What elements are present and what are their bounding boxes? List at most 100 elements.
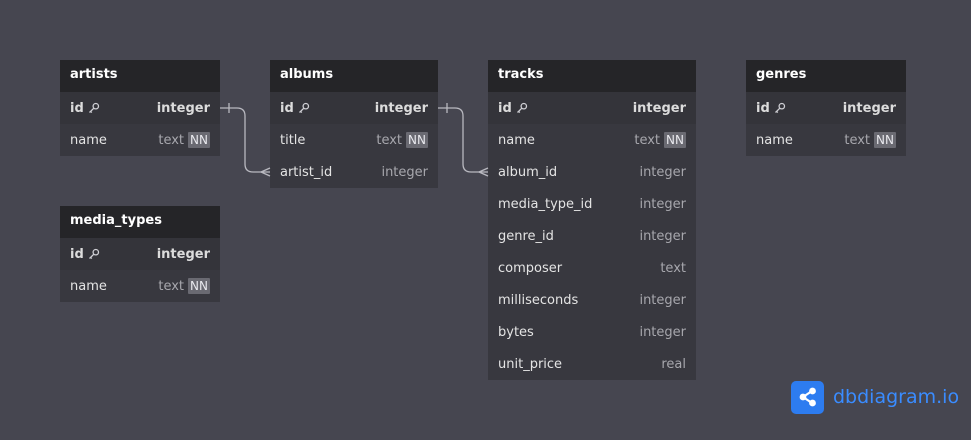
field-name: id [280, 100, 294, 116]
field-name: milliseconds [498, 292, 579, 308]
key-icon [298, 102, 310, 114]
field-row-id[interactable]: id integer [60, 238, 220, 270]
field-type-wrap: integer [157, 247, 210, 262]
field-name: id [498, 100, 512, 116]
field-row-artist_id[interactable]: artist_id integer [270, 156, 438, 188]
field-name-wrap: name [756, 133, 793, 148]
field-name-wrap: id [498, 101, 528, 116]
not-null-badge: NN [188, 132, 210, 148]
field-type: integer [156, 246, 210, 262]
field-row-id[interactable]: id integer [488, 92, 696, 124]
field-name-wrap: composer [498, 261, 562, 276]
key-icon [88, 102, 100, 114]
table-header[interactable]: genres [746, 60, 906, 92]
field-name-wrap: id [280, 101, 310, 116]
key-icon [88, 248, 100, 260]
field-name: media_type_id [498, 196, 593, 212]
table-header[interactable]: artists [60, 60, 220, 92]
brand-name: dbdiagram.io [833, 386, 960, 408]
field-type: integer [156, 100, 210, 116]
field-name-wrap: media_type_id [498, 197, 592, 212]
table-header[interactable]: tracks [488, 60, 696, 92]
field-name-wrap: id [70, 247, 100, 262]
field-type: integer [381, 164, 428, 180]
not-null-badge: NN [406, 132, 428, 148]
field-type-wrap: integer [639, 197, 686, 212]
field-type-wrap: integer [843, 101, 896, 116]
field-type: integer [639, 292, 686, 308]
field-type: integer [639, 164, 686, 180]
field-type-wrap: integer [639, 229, 686, 244]
field-name-wrap: milliseconds [498, 293, 578, 308]
field-type-wrap: integer [639, 293, 686, 308]
field-name-wrap: id [756, 101, 786, 116]
field-type: text [634, 132, 661, 148]
field-name-wrap: artist_id [280, 165, 332, 180]
field-row-bytes[interactable]: bytes integer [488, 316, 696, 348]
field-type-wrap: integer [157, 101, 210, 116]
field-name: genre_id [498, 228, 554, 244]
field-row-composer[interactable]: composer text [488, 252, 696, 284]
field-name-wrap: title [280, 133, 305, 148]
field-row-id[interactable]: id integer [746, 92, 906, 124]
field-type: integer [639, 196, 686, 212]
field-name: unit_price [498, 356, 563, 372]
field-name-wrap: id [70, 101, 100, 116]
table-header[interactable]: albums [270, 60, 438, 92]
field-name: bytes [498, 324, 534, 340]
field-name: title [280, 132, 306, 148]
field-name-wrap: name [70, 279, 107, 294]
field-type-wrap: integer [375, 101, 428, 116]
field-type-wrap: integer [639, 325, 686, 340]
share-icon [791, 380, 824, 414]
field-name-wrap: album_id [498, 165, 557, 180]
field-name: name [70, 132, 107, 148]
field-row-album_id[interactable]: album_id integer [488, 156, 696, 188]
field-type-wrap: integer [639, 165, 686, 180]
field-row-genre_id[interactable]: genre_id integer [488, 220, 696, 252]
key-icon [516, 102, 528, 114]
field-type: text [376, 132, 403, 148]
field-type: integer [639, 228, 686, 244]
key-icon [774, 102, 786, 114]
field-name: composer [498, 260, 563, 276]
field-row-unit_price[interactable]: unit_price real [488, 348, 696, 380]
field-name: name [756, 132, 793, 148]
field-name-wrap: bytes [498, 325, 534, 340]
field-type: text [660, 260, 686, 276]
table-header[interactable]: media_types [60, 206, 220, 238]
field-name-wrap: genre_id [498, 229, 554, 244]
field-row-id[interactable]: id integer [270, 92, 438, 124]
field-name-wrap: unit_price [498, 357, 562, 372]
field-name-wrap: name [498, 133, 535, 148]
not-null-badge: NN [874, 132, 896, 148]
field-type-wrap: integer [633, 101, 686, 116]
field-row-id[interactable]: id integer [60, 92, 220, 124]
field-type: integer [639, 324, 686, 340]
field-type-wrap: real [661, 357, 686, 372]
field-name: artist_id [280, 164, 333, 180]
field-name-wrap: name [70, 133, 107, 148]
field-type: integer [374, 100, 428, 116]
brand-badge[interactable]: dbdiagram.io [791, 380, 959, 414]
field-type: text [158, 132, 185, 148]
field-row-milliseconds[interactable]: milliseconds integer [488, 284, 696, 316]
field-row-media_type_id[interactable]: media_type_id integer [488, 188, 696, 220]
field-name: id [70, 246, 84, 262]
field-name: name [70, 278, 107, 294]
